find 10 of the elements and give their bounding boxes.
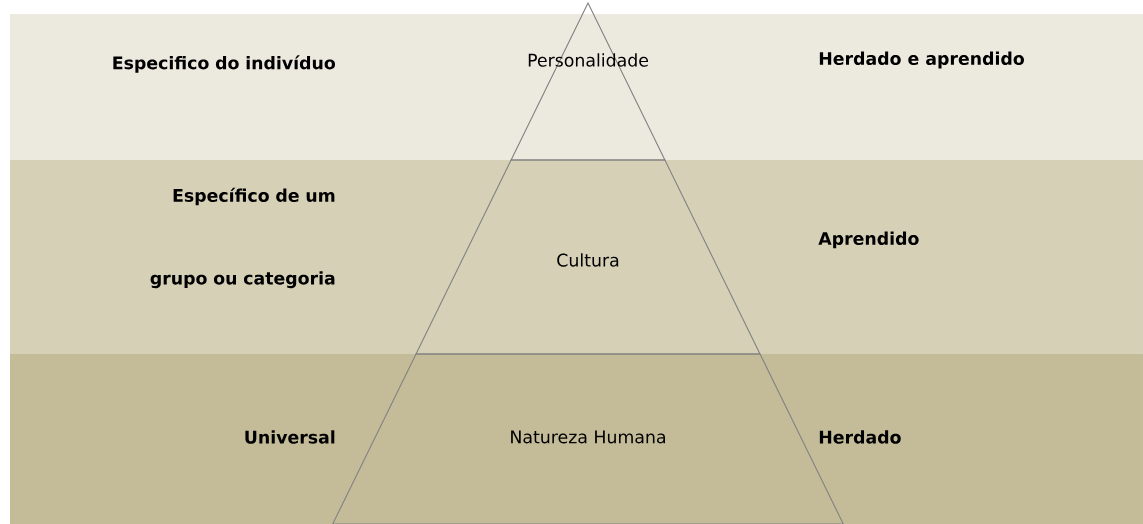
side-label: Específico de um grupo ou categoria [150, 187, 335, 289]
side-label: Aprendido [818, 231, 919, 249]
band [10, 160, 1143, 354]
band [10, 354, 1143, 524]
pyramid-segment: Cultura [415, 159, 761, 355]
band [10, 14, 1143, 160]
side-label: Especifico do indivíduo [113, 55, 335, 73]
side-label: Herdado e aprendido [819, 51, 1024, 69]
side-label: Universal [245, 430, 335, 444]
side-label: Herdado [819, 430, 901, 444]
